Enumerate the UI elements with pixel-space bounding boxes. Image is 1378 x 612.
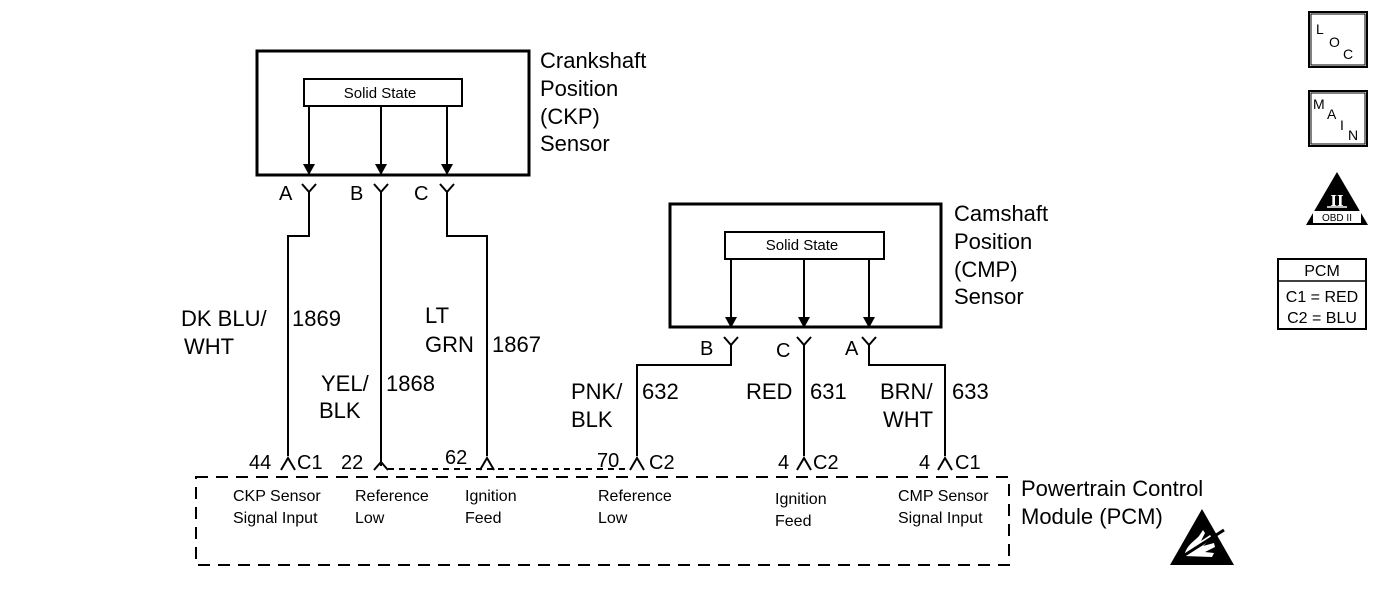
ckp-terminal-c: C <box>414 183 428 205</box>
pcm-pin-4-c2-connector: C2 <box>813 452 839 474</box>
pcm-pin-62: 62 <box>445 447 467 469</box>
cmp-terminal-c: C <box>776 340 790 362</box>
obd-label: OBD II <box>1322 213 1352 224</box>
pcm-func-4-line-2: Low <box>598 510 628 527</box>
main-letter-i: I <box>1340 117 1344 133</box>
pcm-func-4-line-1: Reference <box>598 488 672 505</box>
ckp-solid-state-label: Solid State <box>344 85 417 102</box>
wire-1-circuit: 1869 <box>292 306 341 331</box>
wire-3-circuit: 1867 <box>492 332 541 357</box>
wire-5-circuit: 631 <box>810 379 847 404</box>
ckp-sensor-name-2: Position <box>540 76 618 101</box>
pcm-func-1-line-2: Signal Input <box>233 510 318 527</box>
wire-4-circuit: 632 <box>642 379 679 404</box>
wire-3-color-1: LT <box>425 303 449 328</box>
ckp-sensor-name-4: Sensor <box>540 131 610 156</box>
wire-3-color-2: GRN <box>425 332 474 357</box>
wire-1-color-1: DK BLU/ <box>181 306 267 331</box>
pcm-legend-row-1: C1 = RED <box>1286 289 1358 306</box>
pcm-func-6-line-1: CMP Sensor <box>898 488 989 505</box>
cmp-sensor-name-3: (CMP) <box>954 257 1018 282</box>
obd-roman: II <box>1330 191 1344 210</box>
wire-4-color-2: BLK <box>571 407 613 432</box>
ckp-terminal-a: A <box>279 183 293 205</box>
pcm-func-5-line-1: Ignition <box>775 491 827 508</box>
main-letter-m: M <box>1313 96 1325 112</box>
pcm-func-6-line-2: Signal Input <box>898 510 983 527</box>
pcm-func-5-line-2: Feed <box>775 513 811 530</box>
pcm-name-2: Module (PCM) <box>1021 504 1163 529</box>
cmp-sensor-name-2: Position <box>954 229 1032 254</box>
wire-6-color-2: WHT <box>883 407 933 432</box>
obd-ii-icon[interactable]: II OBD II <box>1306 172 1368 225</box>
pcm-box <box>195 476 1010 566</box>
pcm-func-3-line-2: Feed <box>465 510 501 527</box>
ckp-terminal-b: B <box>350 183 363 205</box>
main-letter-n: N <box>1348 127 1358 143</box>
pcm-pin-4-c1-connector: C1 <box>955 452 981 474</box>
esd-sensitive-icon <box>1170 509 1234 565</box>
loc-letter-l: L <box>1316 21 1324 37</box>
pcm-legend-title: PCM <box>1304 263 1340 280</box>
wire-2-circuit: 1868 <box>386 371 435 396</box>
wire-2-color-1: YEL/ <box>321 371 370 396</box>
wire-6-circuit: 633 <box>952 379 989 404</box>
wire-4-color-1: PNK/ <box>571 379 623 404</box>
pcm-connector-legend: PCM C1 = RED C2 = BLU <box>1277 258 1367 330</box>
cmp-sensor-name-4: Sensor <box>954 284 1024 309</box>
cmp-sensor-name-1: Camshaft <box>954 201 1048 226</box>
pcm-pin-70: 70 <box>597 450 619 472</box>
loc-letter-c: C <box>1343 46 1353 62</box>
cmp-solid-state-label: Solid State <box>766 237 839 254</box>
pcm-func-2-line-1: Reference <box>355 488 429 505</box>
pcm-func-2-line-2: Low <box>355 510 385 527</box>
pcm-pin-44: 44 <box>249 452 271 474</box>
wire-6-color-1: BRN/ <box>880 379 933 404</box>
pcm-func-1-line-1: CKP Sensor <box>233 488 321 505</box>
cmp-sensor-box <box>668 202 943 329</box>
pcm-pin-44-connector: C1 <box>297 452 323 474</box>
pcm-func-3-line-1: Ignition <box>465 488 517 505</box>
pcm-pin-4-c1: 4 <box>919 452 930 474</box>
ckp-solid-state-box <box>303 78 463 107</box>
cmp-terminal-a: A <box>845 338 859 360</box>
cmp-terminal-b: B <box>700 338 713 360</box>
main-icon[interactable]: M A I N <box>1308 90 1368 147</box>
pcm-pin-70-connector: C2 <box>649 452 675 474</box>
ckp-sensor-name-1: Crankshaft <box>540 48 646 73</box>
pcm-name-1: Powertrain Control <box>1021 476 1203 501</box>
pcm-pin-22: 22 <box>341 452 363 474</box>
pcm-legend-row-2: C2 = BLU <box>1287 310 1357 327</box>
wire-5-color-1: RED <box>746 379 792 404</box>
loc-letter-o: O <box>1329 34 1340 50</box>
wire-2-color-2: BLK <box>319 398 361 423</box>
wire-1-color-2: WHT <box>184 334 234 359</box>
ckp-sensor-box <box>255 49 531 177</box>
loc-icon[interactable]: L O C <box>1308 11 1368 68</box>
ckp-sensor-name-3: (CKP) <box>540 104 600 129</box>
main-letter-a: A <box>1327 106 1337 122</box>
pcm-pin-4-c2: 4 <box>778 452 789 474</box>
